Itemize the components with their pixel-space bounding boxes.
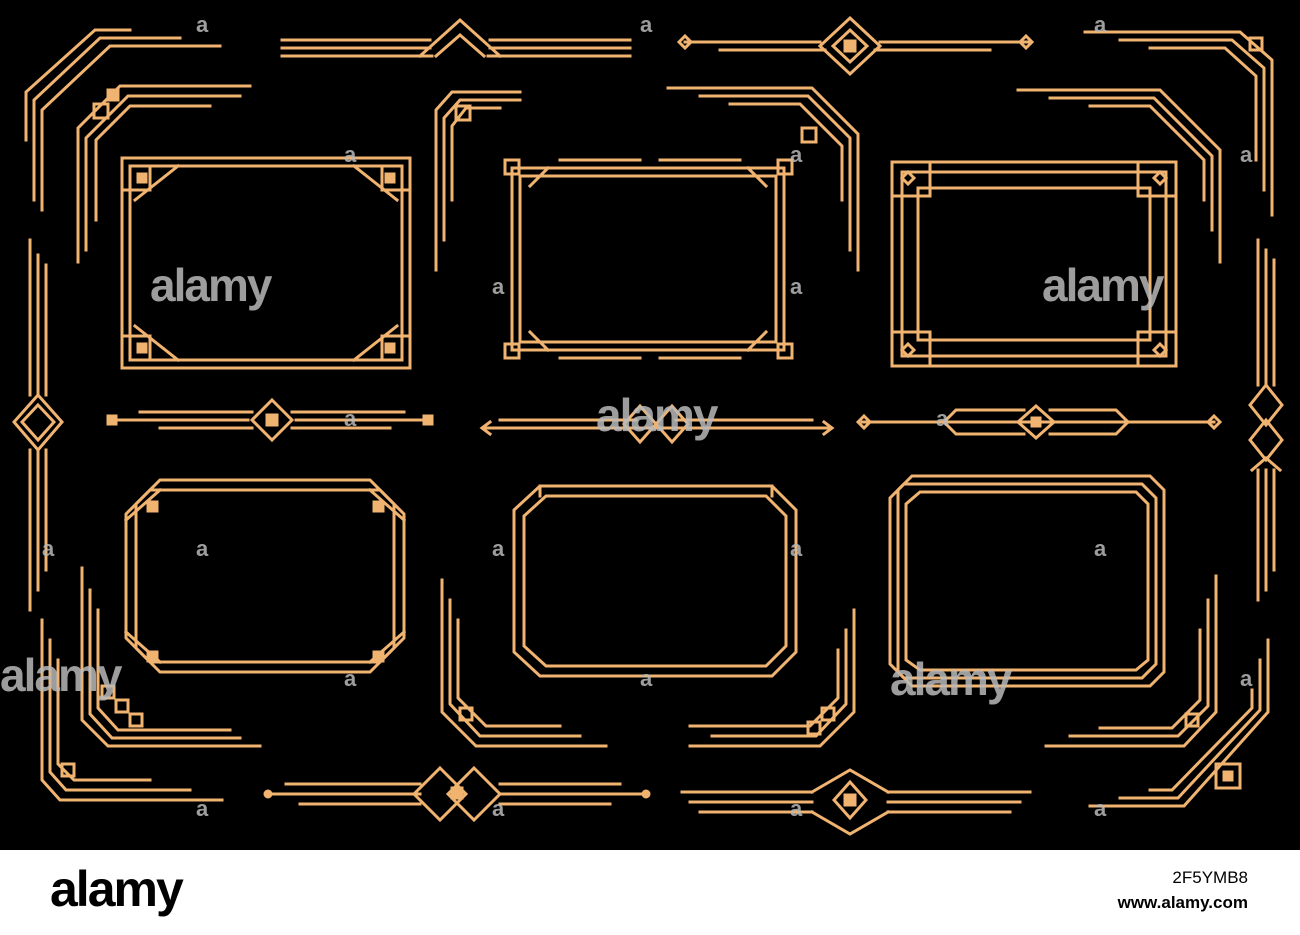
watermark-glyph: a xyxy=(196,536,209,561)
watermark-glyph: a xyxy=(196,796,209,821)
frame-6 xyxy=(888,474,1166,688)
corner-bottom-right xyxy=(1044,574,1270,808)
watermark-glyph: a xyxy=(790,274,803,299)
frame-2 xyxy=(503,158,794,360)
watermark-glyph: a xyxy=(936,406,949,431)
frame-3 xyxy=(890,160,1178,368)
watermark-glyph: a xyxy=(640,666,653,691)
right-vertical-border xyxy=(1248,238,1284,602)
frame-4 xyxy=(123,478,407,674)
watermark-glyph: a xyxy=(42,536,55,561)
corner-top-right xyxy=(1016,30,1274,264)
frame-5 xyxy=(512,484,798,678)
watermark-glyph: a xyxy=(492,274,505,299)
stock-footer-bar: alamy 2F5YMB8 www.alamy.com xyxy=(0,850,1300,935)
watermark-glyph: a xyxy=(196,12,209,37)
watermark-glyph: a xyxy=(1240,666,1253,691)
watermark-glyph: a xyxy=(1094,12,1107,37)
watermark-glyph: a xyxy=(344,142,357,167)
top-divider-diamond xyxy=(676,15,1035,77)
top-divider-triangle xyxy=(280,17,632,59)
watermark-1: alamy xyxy=(150,259,272,311)
watermark-5: alamy xyxy=(890,653,1012,705)
watermark-3: alamy xyxy=(596,389,718,441)
watermark-glyph: a xyxy=(1240,142,1253,167)
left-vertical-border xyxy=(12,238,64,612)
alamy-logo: alamy xyxy=(50,861,184,917)
watermark-glyph: a xyxy=(790,142,803,167)
site-url-link[interactable]: www.alamy.com xyxy=(1117,893,1248,912)
watermark-glyph: a xyxy=(790,796,803,821)
watermark-glyph: a xyxy=(492,796,505,821)
artwork-canvas: alamy alamy alamy alamy alamy a a a a a … xyxy=(0,0,1300,850)
mid-divider-center xyxy=(479,403,835,445)
watermark-glyph: a xyxy=(492,536,505,561)
watermark-glyph: a xyxy=(1094,796,1107,821)
mid-divider-right xyxy=(855,403,1223,441)
bottom-divider-chevron-diamond xyxy=(680,768,1032,836)
corner-bottom-center-right xyxy=(688,608,856,748)
frame-1 xyxy=(120,156,412,370)
corner-bottom-center-left xyxy=(440,578,608,748)
corner-top-center-right xyxy=(666,86,860,272)
mid-divider-left xyxy=(106,397,434,443)
corner-top-center-left xyxy=(434,90,522,272)
watermark-glyph: a xyxy=(1094,536,1107,561)
corner-bottom-left xyxy=(40,566,262,802)
watermark-glyph: a xyxy=(640,12,653,37)
corner-top-left xyxy=(24,28,252,264)
image-id-label: 2F5YMB8 xyxy=(1172,868,1248,887)
watermark-glyph: a xyxy=(344,406,357,431)
art-deco-ornaments xyxy=(12,15,1284,836)
watermark-2: alamy xyxy=(1042,259,1164,311)
watermark-4: alamy xyxy=(0,649,122,701)
watermark-glyph: a xyxy=(344,666,357,691)
bottom-divider-double-diamond xyxy=(263,765,651,823)
watermark-glyph: a xyxy=(790,536,803,561)
